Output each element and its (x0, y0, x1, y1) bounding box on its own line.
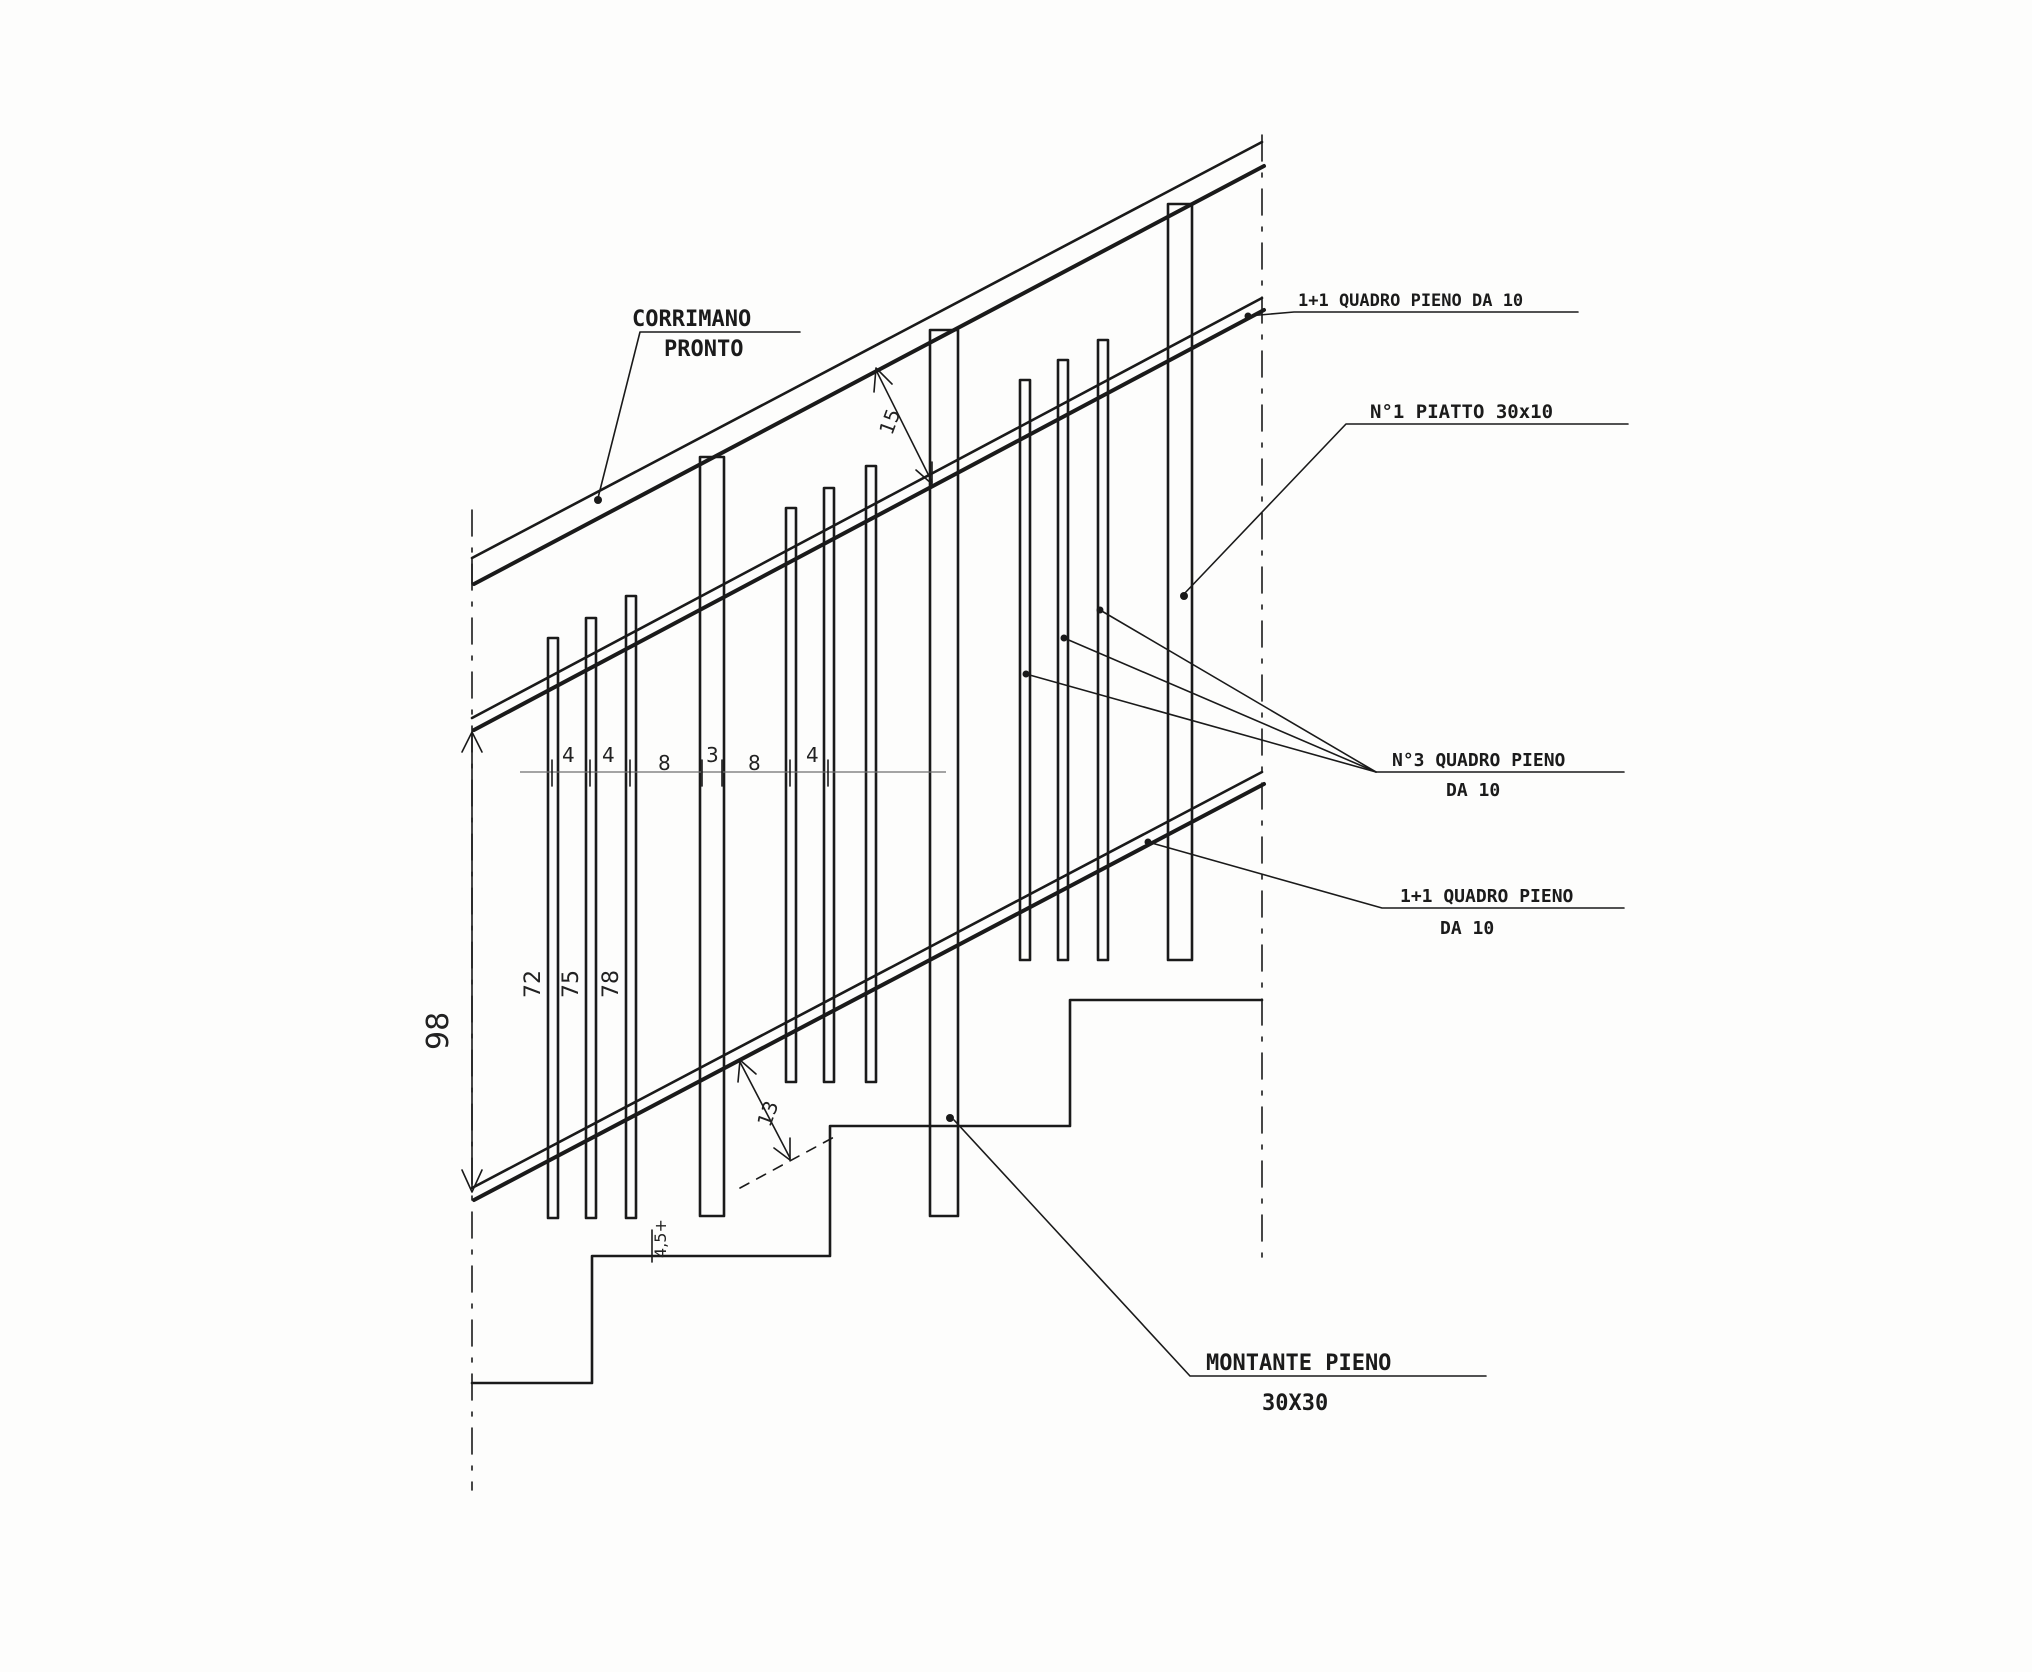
labels: CORRIMANO PRONTO 1+1 QUADRO PIENO DA 10 … (632, 291, 1574, 1416)
dim-spacing-5: 8 (748, 751, 761, 775)
top-bar-label: 1+1 QUADRO PIENO DA 10 (1298, 291, 1523, 311)
dimension-lines (461, 367, 946, 1263)
square-bar-8 (1056, 358, 1070, 962)
square-bar-1 (546, 636, 560, 1220)
post-solid (928, 328, 960, 1218)
dim-spacing-3: 8 (658, 751, 671, 775)
stair-slope-line (739, 1135, 837, 1189)
square-bars-label-2: DA 10 (1446, 780, 1500, 801)
post-label-2: 30X30 (1262, 1391, 1328, 1416)
square-bar-3 (624, 594, 638, 1220)
handrail-label-1: CORRIMANO (632, 307, 751, 332)
dim-spacing-4: 3 (706, 743, 719, 767)
square-bar-6 (864, 464, 878, 1084)
square-bar-9 (1096, 338, 1110, 962)
stair-outline (470, 998, 1264, 1385)
flat-bar-left (698, 455, 726, 1218)
leader-lines (594, 311, 1629, 1377)
dim-bottom-gap: 13 (752, 1098, 783, 1130)
dim-bar-height-2: 75 (559, 970, 584, 998)
top-diagonal-bar (470, 296, 1266, 732)
dim-handrail-gap: 15 (874, 406, 905, 438)
square-bar-2 (584, 616, 598, 1220)
square-bar-5 (822, 486, 836, 1084)
dim-bar-height-3: 78 (599, 970, 624, 998)
bottom-bar-label-2: DA 10 (1440, 918, 1494, 939)
bottom-diagonal-bar (470, 770, 1266, 1202)
handrail (470, 140, 1266, 586)
dim-bar-height-1: 72 (521, 970, 546, 998)
dim-step-offset: 4,5+ (651, 1219, 670, 1258)
flat-bar-right (1166, 202, 1194, 962)
post-label-1: MONTANTE PIENO (1206, 1351, 1391, 1376)
bottom-bar-label-1: 1+1 QUADRO PIENO (1400, 886, 1574, 907)
dim-spacing-2: 4 (602, 743, 615, 767)
handrail-label-2: PRONTO (664, 337, 743, 362)
square-bar-7 (1018, 378, 1032, 962)
dim-spacing-1: 4 (562, 743, 575, 767)
stair-steps (470, 998, 1264, 1385)
flat-bar-label: N°1 PIATTO 30x10 (1370, 401, 1553, 423)
square-bars-label-1: N°3 QUADRO PIENO (1392, 750, 1566, 771)
vertical-bars (546, 202, 1194, 1220)
dim-spacing-6: 4 (806, 743, 819, 767)
square-bar-4 (784, 506, 798, 1084)
dim-overall-height: 98 (421, 1012, 456, 1050)
